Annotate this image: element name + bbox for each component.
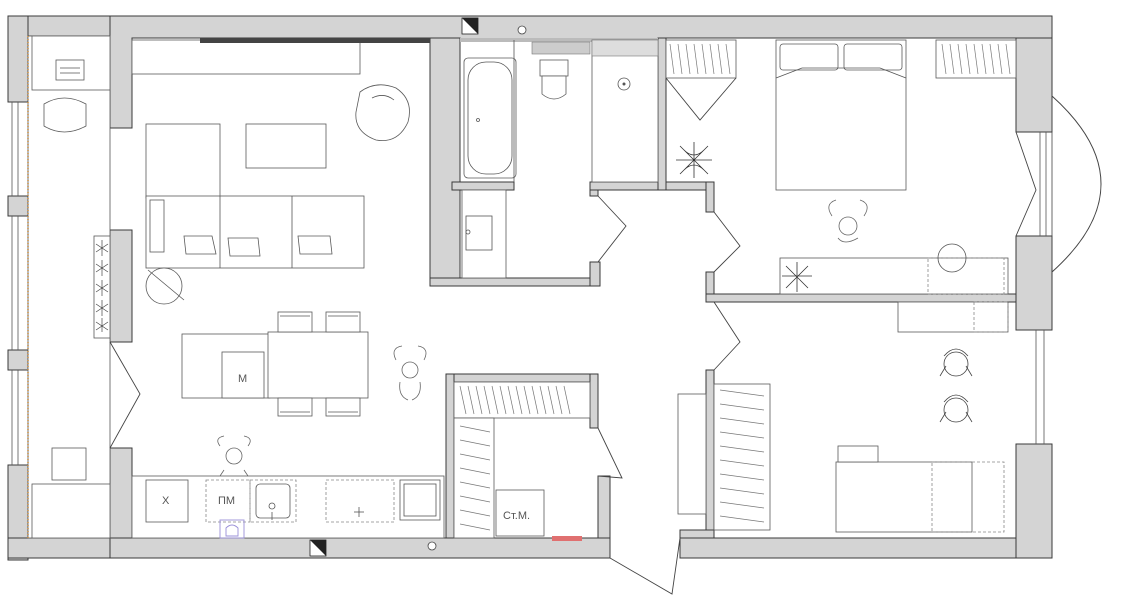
microwave-label: М xyxy=(238,373,247,385)
plant-icon xyxy=(782,262,812,292)
bathtub xyxy=(463,57,517,179)
bed-headboard xyxy=(837,445,879,463)
single-bed xyxy=(835,461,973,533)
tv-icon xyxy=(200,38,430,43)
cook-person-icon xyxy=(217,435,251,477)
chair-icon xyxy=(939,348,973,423)
fridge-label: Х xyxy=(162,495,170,507)
pillow-icon xyxy=(779,43,839,71)
pouf-icon xyxy=(355,84,410,141)
toilet-icon xyxy=(539,59,569,77)
sofa xyxy=(145,195,365,269)
tv-console xyxy=(131,39,361,75)
cushion-icon xyxy=(183,235,217,255)
closet: Ст.М. xyxy=(453,381,681,595)
bathroom xyxy=(460,38,659,279)
person-icon xyxy=(828,199,868,243)
loggia xyxy=(11,35,141,539)
loggia-chair xyxy=(51,447,87,481)
washing-machine-label: Ст.М. xyxy=(503,510,530,522)
ottoman xyxy=(145,123,221,199)
plant-icon xyxy=(676,142,712,178)
bedroom-main xyxy=(665,39,1102,295)
sink-accent xyxy=(219,519,245,539)
living-room: М Х ПМ xyxy=(131,38,445,539)
fridge xyxy=(145,479,189,523)
shower-drain-icon xyxy=(617,77,631,91)
bedroom-desk xyxy=(779,257,1009,295)
shelf xyxy=(897,301,1009,333)
armchair-round xyxy=(145,267,183,305)
red-marker xyxy=(552,536,582,541)
microwave xyxy=(221,351,265,399)
vent-icon xyxy=(517,25,527,35)
bedroom-second xyxy=(677,301,1045,533)
vanity xyxy=(461,189,507,279)
wardrobe xyxy=(713,383,771,531)
plant-icon xyxy=(95,240,109,332)
loggia-bench xyxy=(31,483,111,539)
oven xyxy=(399,479,441,521)
washing-machine xyxy=(495,489,545,537)
walls xyxy=(7,15,1053,561)
coffee-table xyxy=(245,123,327,169)
desk-chair-icon xyxy=(937,243,967,273)
sideboard xyxy=(677,393,707,515)
markers xyxy=(309,17,527,557)
dishwasher-label: ПМ xyxy=(218,495,235,507)
shower xyxy=(591,39,659,183)
dining-chairs xyxy=(277,311,361,417)
wardrobe-left xyxy=(665,39,737,79)
laptop-icon xyxy=(55,59,85,81)
sink xyxy=(249,479,297,523)
dining-table xyxy=(267,331,369,399)
armchair-icon xyxy=(43,97,87,133)
person-icon xyxy=(393,345,427,401)
vent-icon xyxy=(427,541,437,551)
